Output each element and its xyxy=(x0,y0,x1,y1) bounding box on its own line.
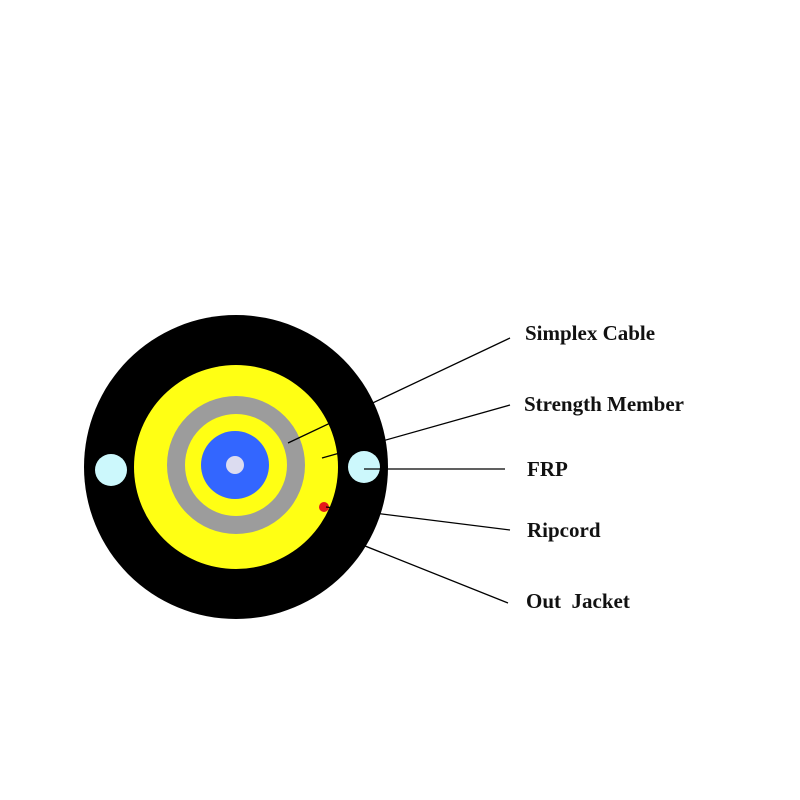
frp-left xyxy=(95,454,127,486)
leader-line-ripcord xyxy=(325,506,511,531)
leader-line-strength-member xyxy=(321,404,511,459)
label-strength-member: Strength Member xyxy=(524,392,684,416)
cable-cross-section xyxy=(84,315,388,619)
ripcord-dot xyxy=(319,502,329,512)
label-out-jacket: Out Jacket xyxy=(526,589,630,613)
label-simplex-cable: Simplex Cable xyxy=(525,321,655,345)
label-ripcord: Ripcord xyxy=(527,518,601,542)
label-frp: FRP xyxy=(527,457,568,481)
frp-right xyxy=(348,451,380,483)
leader-line-simplex-cable xyxy=(287,337,511,444)
labels: Simplex Cable Strength Member FRP Ripcor… xyxy=(524,321,684,613)
fiber-core xyxy=(226,456,244,474)
leader-lines xyxy=(287,337,511,604)
leader-line-out-jacket xyxy=(349,539,509,604)
